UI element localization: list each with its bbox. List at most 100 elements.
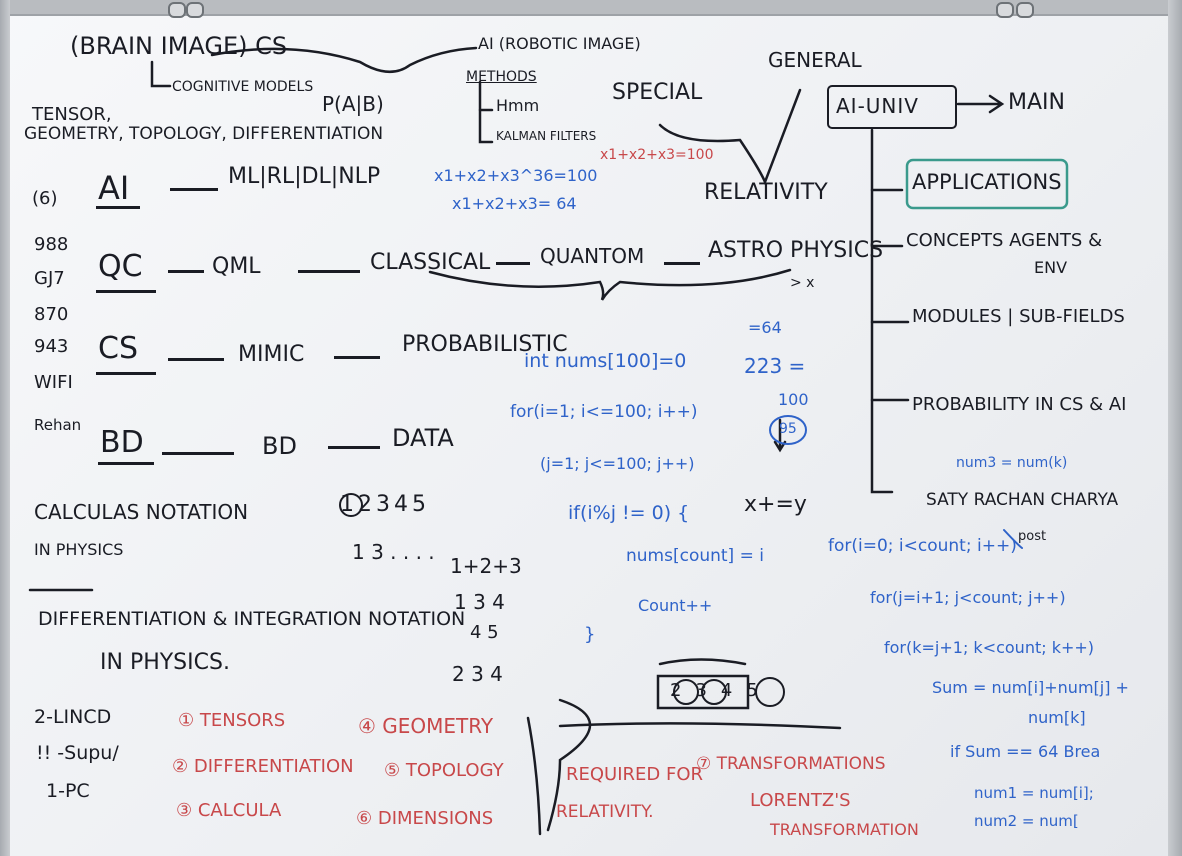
required-item: ⑤ TOPOLOGY — [384, 760, 504, 781]
code-line: if Sum == 64 Brea — [950, 742, 1101, 761]
ml-row: ML|RL|DL|NLP — [228, 164, 381, 189]
numbers-45: 4 5 — [470, 622, 499, 643]
blue-equation: x1+x2+x3^36=100 — [434, 166, 598, 185]
whiteboard-left-frame — [0, 0, 10, 856]
qml-label: QML — [212, 254, 261, 279]
code-line: for(j=i+1; j<count; j++) — [870, 588, 1066, 607]
hmm-label: Hmm — [496, 96, 540, 115]
magnet-clip-icon — [1016, 2, 1034, 18]
blue-note: 100 — [778, 390, 809, 409]
astro-label: ASTRO PHYSICS — [708, 238, 884, 263]
cognitive-models-label: COGNITIVE MODELS — [172, 79, 314, 95]
code-line: Sum = num[i]+num[j] + — [932, 678, 1129, 697]
underline — [96, 372, 156, 375]
required-item: ⑦ TRANSFORMATIONS — [696, 754, 886, 774]
dash — [170, 188, 218, 191]
code-line: num[k] — [1028, 708, 1086, 727]
side-note: 943 — [34, 336, 69, 357]
ai-robotic-label: AI (ROBOTIC IMAGE) — [478, 34, 641, 53]
blue-note: =64 — [748, 318, 782, 337]
dash — [328, 446, 380, 449]
kalman-label: KALMAN FILTERS — [496, 129, 597, 143]
qc-heading: QC — [98, 249, 143, 284]
mimic-label: MIMIC — [238, 342, 305, 367]
numbers-234: 2 3 4 — [452, 662, 503, 686]
required-item: ⑥ DIMENSIONS — [356, 808, 494, 829]
x-plus-eq-y: x+=y — [744, 492, 807, 517]
in-physics-label-2: IN PHYSICS. — [100, 650, 230, 675]
boxed-numbers: 2345 — [670, 680, 772, 701]
code-line: (j=1; j<=100; j++) — [540, 454, 695, 473]
code-line: int nums[100]=0 — [524, 350, 687, 372]
magnet-clip-icon — [168, 2, 186, 18]
side-note: GJ7 — [34, 268, 65, 289]
diff-int-notation: DIFFERENTIATION & INTEGRATION NOTATION — [38, 608, 466, 630]
code-line: nums[count] = i — [626, 546, 764, 566]
side-note: Rehan — [34, 416, 82, 434]
code-line: num1 = num[i]; — [974, 784, 1094, 802]
side-list-item: 2-LINCD — [34, 706, 112, 728]
post-label: post — [1018, 529, 1047, 544]
numbers-123: 1+2+3 — [450, 554, 522, 578]
code-line: num2 = num[ — [974, 812, 1079, 830]
lorentz-label: LORENTZ'S — [750, 790, 851, 811]
cs-brain-label: (BRAIN IMAGE) CS — [70, 32, 288, 60]
whiteboard-top-frame — [0, 0, 1182, 16]
numbers-134: 1 3 4 — [454, 590, 505, 614]
side-list-item: 1-PC — [46, 780, 90, 802]
blue-equation: x1+x2+x3= 64 — [452, 194, 577, 213]
special-label: SPECIAL — [612, 80, 703, 105]
underline — [98, 462, 154, 465]
gt-x-label: > x — [790, 275, 815, 291]
code-line: num3 = num(k) — [956, 455, 1068, 471]
ai-heading: AI — [98, 169, 130, 207]
code-line: } — [584, 624, 596, 645]
code-line: for(k=j+1; k<count; k++) — [884, 638, 1095, 657]
code-line: if(i%j != 0) { — [568, 502, 690, 524]
code-line: for(i=1; i<=100; i++) — [510, 402, 698, 422]
required-item: ④ GEOMETRY — [358, 714, 494, 738]
calculus-notation: CALCULAS NOTATION — [34, 500, 249, 524]
blue-note: 95 — [779, 421, 797, 437]
dash — [298, 270, 360, 273]
side-note: WIFI — [34, 372, 73, 393]
red-equation: x1+x2+x3=100 — [600, 147, 714, 163]
code-line: Count++ — [638, 596, 713, 615]
concepts-label: CONCEPTS AGENTS & — [906, 230, 1103, 251]
applications-label: APPLICATIONS — [912, 170, 1062, 194]
underline — [96, 290, 156, 293]
dash — [168, 270, 204, 273]
relativity-label: RELATIVITY — [704, 180, 828, 205]
required-item: ③ CALCULA — [176, 800, 282, 821]
side-note: 988 — [34, 234, 69, 255]
methods-label: METHODS — [466, 69, 537, 85]
dash — [168, 358, 224, 361]
quantum-label: QUANTOM — [540, 244, 645, 268]
required-item: ② DIFFERENTIATION — [172, 756, 354, 777]
geometry-line: GEOMETRY, TOPOLOGY, DIFFERENTIATION — [24, 124, 384, 144]
numbers-row: 12345 — [340, 492, 430, 517]
relativity-red-label: RELATIVITY. — [556, 802, 654, 822]
pab-label: P(A|B) — [322, 92, 384, 116]
data-label: DATA — [392, 424, 454, 452]
dash — [334, 356, 380, 359]
cs-heading: CS — [98, 331, 138, 366]
modules-label: MODULES | SUB-FIELDS — [912, 306, 1125, 327]
required-for-label: REQUIRED FOR — [566, 764, 704, 785]
magnet-clip-icon — [186, 2, 204, 18]
six-label: (6) — [32, 188, 58, 209]
magnet-clip-icon — [996, 2, 1014, 18]
bd-label: BD — [262, 432, 297, 460]
env-label: ENV — [1034, 258, 1068, 277]
general-label: GENERAL — [768, 48, 862, 72]
dash — [162, 452, 234, 455]
probability-label: PROBABILITY IN CS & AI — [912, 394, 1127, 415]
bd-heading: BD — [100, 425, 144, 460]
classical-label: CLASSICAL — [370, 250, 491, 275]
in-physics-label: IN PHYSICS — [34, 540, 124, 559]
side-note: 870 — [34, 304, 69, 325]
numbers-13: 1 3 . . . . — [352, 540, 435, 564]
blue-note: 223 = — [744, 354, 806, 378]
